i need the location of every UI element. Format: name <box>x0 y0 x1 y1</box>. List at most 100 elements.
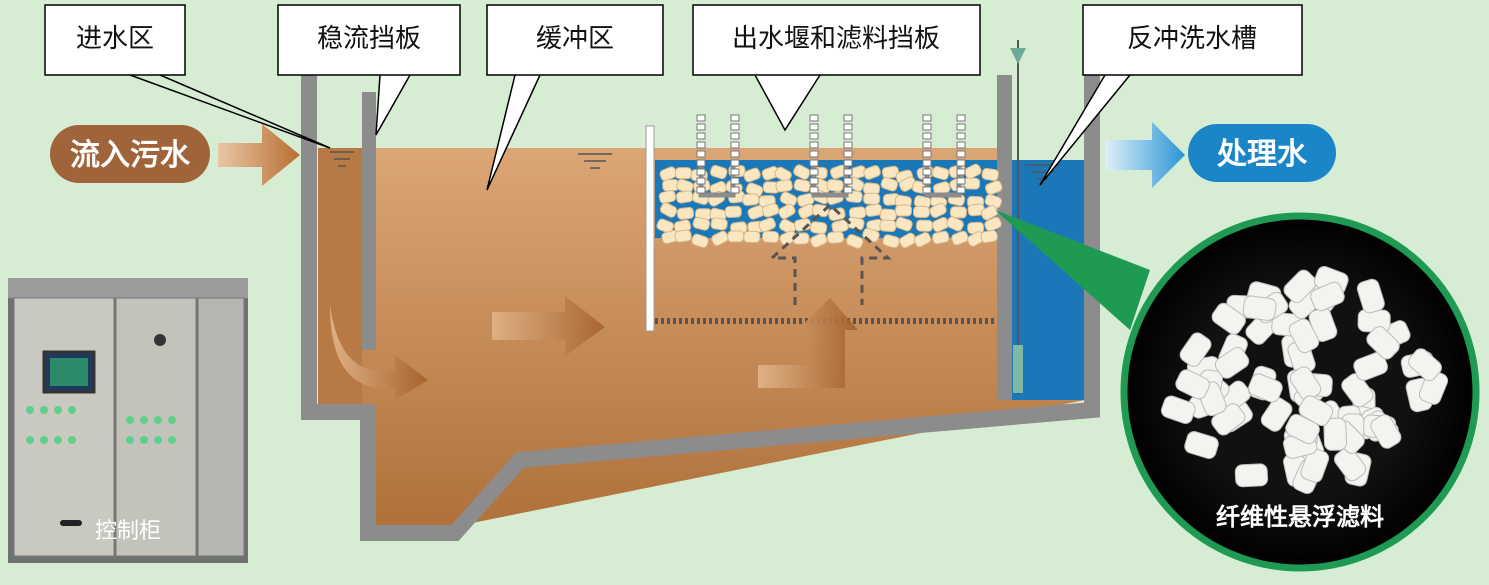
filter-bead <box>951 230 969 246</box>
filter-bead <box>758 217 777 233</box>
callout-backwash-trough-text: 反冲洗水槽 <box>1127 24 1257 54</box>
fiber-bead <box>1300 448 1330 483</box>
filter-bead <box>980 229 998 244</box>
fiber-bead <box>1283 269 1317 304</box>
filter-bead <box>826 179 844 192</box>
weir-notch <box>809 150 819 158</box>
fiber-bead <box>1310 281 1345 312</box>
filter-bead <box>778 218 797 235</box>
filter-bead <box>793 164 811 180</box>
fiber-bead <box>1323 417 1347 451</box>
weir-notch <box>956 186 966 194</box>
weir-notch <box>922 114 932 122</box>
filter-bead <box>711 230 729 246</box>
callout-baffle: 稳流挡板 <box>277 4 461 136</box>
weir-notch <box>696 159 706 167</box>
fiber-bead <box>1242 295 1277 321</box>
filter-bead <box>964 163 982 180</box>
filter-bead <box>743 167 761 183</box>
fiber-bead <box>1160 395 1196 424</box>
filter-bead <box>779 191 798 207</box>
weir-notch <box>730 168 740 176</box>
weir-notch <box>809 168 819 176</box>
filter-bead <box>811 203 830 218</box>
weir-notch <box>956 177 966 185</box>
filter-bead <box>895 216 913 232</box>
inlet-arrow <box>218 124 300 186</box>
filter-bead <box>659 202 678 218</box>
filter-bead <box>894 204 913 217</box>
indicator-light <box>168 416 176 424</box>
fiber-bead <box>1353 351 1388 381</box>
filter-baffle-plate <box>645 125 655 332</box>
filter-bead <box>863 192 881 205</box>
filter-bead <box>931 166 950 181</box>
weir-notch <box>809 186 819 194</box>
weir-notch <box>843 132 853 140</box>
weir-notch <box>696 123 706 131</box>
filter-bead <box>727 230 745 243</box>
indicator-light <box>126 436 134 444</box>
filter-bead <box>985 180 1003 196</box>
filter-bead <box>761 203 780 218</box>
callout-backwash-trough: 反冲洗水槽 <box>1039 4 1303 186</box>
weir-notch <box>956 132 966 140</box>
indicator-light <box>154 436 162 444</box>
filter-bead <box>691 233 709 249</box>
weir-notch <box>843 159 853 167</box>
weir-notch <box>696 168 706 176</box>
filter-bead <box>742 193 760 206</box>
weir-notch <box>730 132 740 140</box>
fiber-bead <box>1341 373 1374 408</box>
filter-bead <box>881 165 900 179</box>
filter-bead <box>810 232 828 248</box>
callout-buffer-zone-text: 缓冲区 <box>536 24 614 54</box>
filter-bead <box>709 164 728 180</box>
indicator-light <box>54 406 62 414</box>
filter-media-photo: 纤维性悬浮滤料 <box>1120 212 1480 572</box>
weir-notch <box>922 150 932 158</box>
weir-notch <box>696 141 706 149</box>
inlet-label: 流入污水 <box>50 125 210 183</box>
weir-notch <box>696 150 706 158</box>
fiber-bead <box>1184 431 1219 459</box>
filter-bead <box>984 216 1002 232</box>
filter-bead <box>880 177 899 192</box>
filter-bead <box>692 216 711 231</box>
filter-media-caption: 纤维性悬浮滤料 <box>1216 503 1384 531</box>
filter-bead <box>967 221 985 235</box>
fiber-bead <box>1248 373 1283 403</box>
weir-notch <box>696 132 706 140</box>
fiber-bead <box>1370 414 1402 449</box>
filter-bead <box>674 167 692 180</box>
indicator-light <box>40 406 48 414</box>
filter-bead <box>826 231 845 244</box>
filter-bead <box>724 205 742 218</box>
filter-bead <box>675 190 694 204</box>
fiber-bead <box>1408 348 1442 382</box>
weir-notch <box>922 177 932 185</box>
indicator-light <box>26 436 34 444</box>
filter-bead <box>658 190 677 204</box>
outlet-text: 处理水 <box>1216 137 1308 172</box>
weir-notch <box>956 159 966 167</box>
weir-notch <box>809 123 819 131</box>
filter-bead <box>915 219 933 232</box>
callout-inlet-zone: 进水区 <box>44 4 331 149</box>
filter-bead <box>929 202 947 218</box>
weir-notch <box>922 132 932 140</box>
filter-bead <box>879 219 897 233</box>
fiber-bead <box>1234 463 1269 488</box>
weir-notch <box>730 123 740 131</box>
weir-notch <box>843 123 853 131</box>
weir-notch <box>843 186 853 194</box>
fiber-bead <box>1179 332 1212 367</box>
weir-notch <box>809 177 819 185</box>
flow-arrow-down-right <box>330 305 428 400</box>
upflow-arrows <box>768 202 892 305</box>
filter-bead <box>809 221 828 235</box>
weir-notch <box>843 177 853 185</box>
indicator-light <box>26 406 34 414</box>
fiber-bead <box>1175 369 1210 400</box>
